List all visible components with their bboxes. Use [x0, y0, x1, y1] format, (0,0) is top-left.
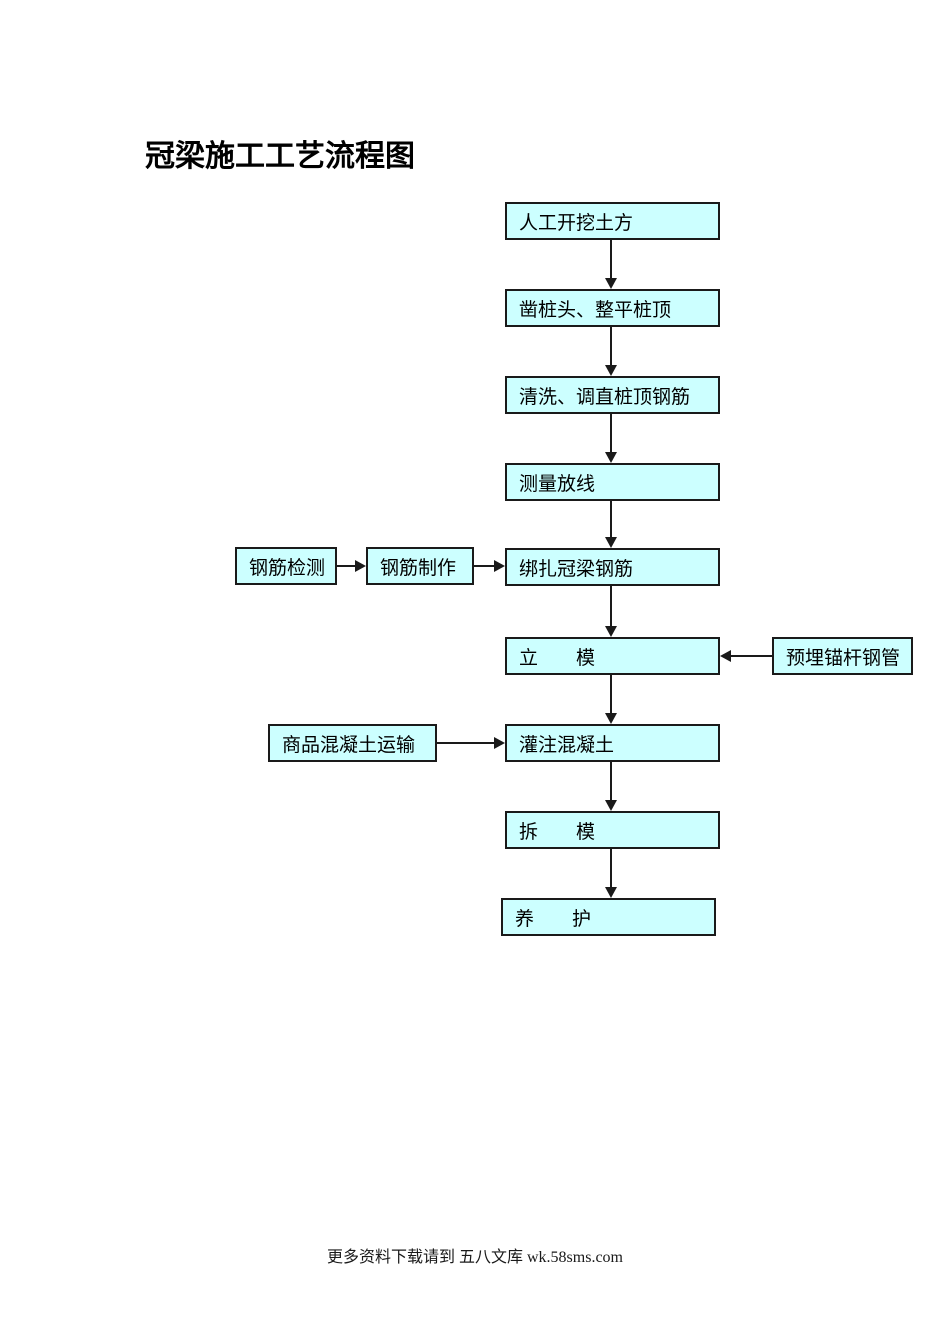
arrow-line: [610, 762, 612, 800]
step-label: 灌注混凝土: [519, 734, 615, 756]
step-label: 立 模: [519, 647, 596, 669]
input-rebar-fabrication: 钢筋制作: [366, 547, 474, 585]
step-label: 绑扎冠梁钢筋: [519, 558, 634, 580]
step-tie-crown-beam-rebar: 绑扎冠梁钢筋: [505, 548, 720, 586]
arrow-head-icon: [605, 626, 617, 637]
step-clean-straighten-pile-top-rebar: 清洗、调直桩顶钢筋: [505, 376, 720, 414]
arrow-line: [610, 586, 612, 626]
step-curing: 养 护: [501, 898, 716, 936]
input-rebar-inspection: 钢筋检测: [235, 547, 337, 585]
step-manual-excavation: 人工开挖土方: [505, 202, 720, 240]
arrow-line: [610, 327, 612, 365]
step-label: 测量放线: [519, 473, 596, 495]
step-label: 人工开挖土方: [519, 212, 634, 234]
arrow-head-icon: [355, 560, 366, 572]
arrow-head-icon: [605, 365, 617, 376]
step-label: 钢筋制作: [380, 557, 457, 579]
arrow-line: [610, 849, 612, 887]
arrow-head-icon: [494, 737, 505, 749]
arrow-head-icon: [605, 887, 617, 898]
step-label: 清洗、调直桩顶钢筋: [519, 386, 691, 408]
input-commercial-concrete-transport: 商品混凝土运输: [268, 724, 437, 762]
step-label: 养 护: [515, 908, 592, 930]
arrow-head-icon: [605, 713, 617, 724]
arrow-head-icon: [605, 537, 617, 548]
arrow-line: [731, 655, 772, 657]
arrow-head-icon: [605, 800, 617, 811]
step-survey-layout: 测量放线: [505, 463, 720, 501]
arrow-line: [610, 240, 612, 278]
step-label: 凿桩头、整平桩顶: [519, 299, 672, 321]
arrow-head-icon: [720, 650, 731, 662]
step-label: 钢筋检测: [249, 557, 326, 579]
arrow-head-icon: [605, 278, 617, 289]
step-label: 拆 模: [519, 821, 596, 843]
arrow-line: [337, 565, 355, 567]
step-label: 预埋锚杆钢管: [786, 647, 901, 669]
arrow-line: [437, 742, 494, 744]
step-chisel-pile-head-level-pile-top: 凿桩头、整平桩顶: [505, 289, 720, 327]
input-embedded-anchor-steel-pipe: 预埋锚杆钢管: [772, 637, 913, 675]
step-erect-formwork: 立 模: [505, 637, 720, 675]
step-pour-concrete: 灌注混凝土: [505, 724, 720, 762]
step-label: 商品混凝土运输: [282, 734, 416, 756]
arrow-line: [474, 565, 494, 567]
arrow-line: [610, 501, 612, 537]
arrow-head-icon: [605, 452, 617, 463]
step-remove-formwork: 拆 模: [505, 811, 720, 849]
arrow-head-icon: [494, 560, 505, 572]
page-title: 冠梁施工工艺流程图: [145, 140, 415, 173]
arrow-line: [610, 414, 612, 452]
footer-watermark: 更多资料下载请到 五八文库 wk.58sms.com: [326, 1249, 623, 1266]
arrow-line: [610, 675, 612, 713]
